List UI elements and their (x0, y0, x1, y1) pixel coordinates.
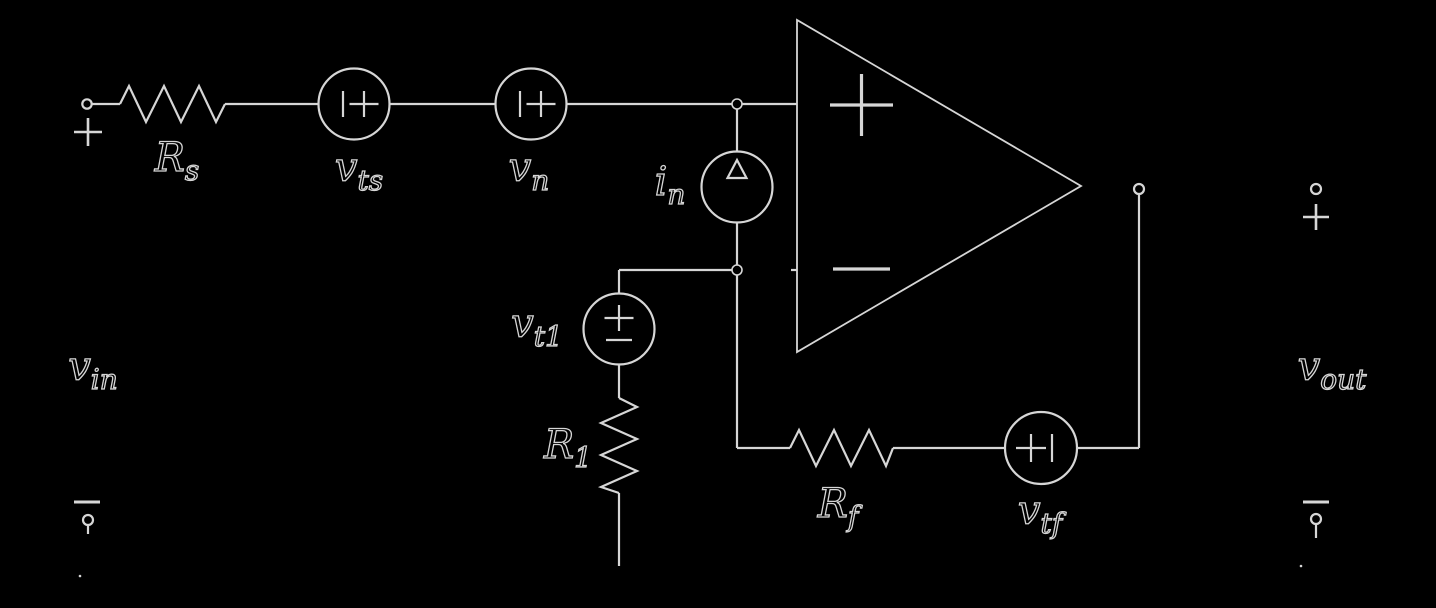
terminal-opamp-output (1132, 182, 1146, 196)
opamp-noninverting-sign (830, 74, 893, 136)
resistor-r1 (597, 397, 640, 495)
source-vtf (1003, 410, 1079, 486)
opamp-triangle (796, 18, 1083, 354)
label-vtf: vtf (1018, 488, 1067, 540)
resistor-rf (789, 427, 895, 469)
terminal-input-top (81, 98, 93, 110)
opamp (791, 18, 1083, 354)
source-vt1 (582, 292, 656, 366)
label-vin: vin (68, 344, 118, 396)
label-vts: vts (335, 145, 383, 197)
source-vts-circle (317, 67, 391, 141)
resistor-rs-zigzag (119, 83, 226, 125)
label-vout: vout (1298, 344, 1368, 396)
resistor-r1-zigzag (597, 397, 640, 495)
output-port-plus-sign (1303, 204, 1329, 230)
node-inverting-junction (731, 264, 743, 276)
source-vtf-circle (1003, 410, 1079, 486)
source-in-circle (700, 150, 774, 224)
source-vt1-circle (582, 292, 656, 366)
label-vt1: vt1 (511, 301, 563, 353)
source-vts (317, 67, 391, 141)
source-vn (494, 67, 568, 141)
source-in-arrow-up (725, 157, 749, 180)
resistor-rf-zigzag (789, 427, 895, 469)
terminal-output-bottom (1309, 512, 1323, 526)
terminal-output-top (1309, 182, 1323, 196)
terminal-input-bottom (81, 513, 95, 527)
label-in: in (655, 159, 686, 211)
node-top-junction (731, 98, 743, 110)
artifact-dot-right (1299, 564, 1303, 568)
label-rs: Rs (154, 135, 200, 187)
artifact-dot-left (78, 574, 82, 578)
label-vn: vn (509, 145, 550, 197)
wires (92, 102, 1141, 566)
label-r1: R1 (543, 422, 592, 474)
source-in (700, 150, 774, 224)
input-port-plus-sign (74, 118, 102, 146)
source-vn-circle (494, 67, 568, 141)
label-rf: Rf (817, 481, 863, 533)
resistor-rs (119, 83, 226, 125)
